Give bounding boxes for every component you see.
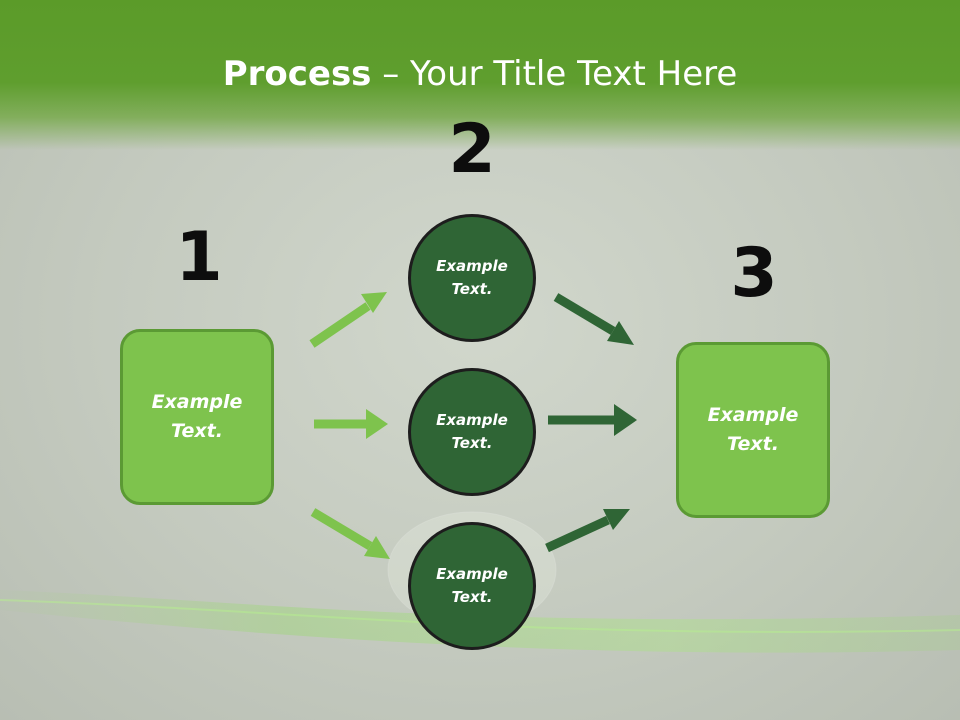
title-rest: – Your Title Text Here	[371, 54, 738, 94]
step-number-1: 1	[175, 218, 223, 297]
title-bold: Process	[222, 54, 372, 94]
arrow-1-to-bottom	[310, 508, 390, 559]
arrow-1-to-top	[309, 292, 387, 348]
step-3-text: Example Text.	[707, 404, 799, 455]
arrow-middle-to-3	[548, 404, 637, 436]
step-number-3: 3	[730, 234, 778, 313]
step-2-circle-bottom: Example Text.	[408, 522, 536, 650]
step-2-text-bottom: Example Text.	[436, 565, 508, 606]
header-band	[0, 0, 960, 150]
step-2-circle-top: Example Text.	[408, 214, 536, 342]
step-2-circle-middle: Example Text.	[408, 368, 536, 496]
slide-title: Process – Your Title Text Here	[0, 52, 960, 96]
arrow-1-to-middle	[314, 409, 388, 439]
step-number-2: 2	[448, 110, 496, 189]
step-1-box: Example Text.	[120, 329, 274, 505]
step-2-text-middle: Example Text.	[436, 411, 508, 452]
arrow-bottom-to-3	[545, 509, 630, 553]
step-1-text: Example Text.	[151, 391, 243, 442]
arrow-top-to-3	[553, 293, 634, 345]
step-2-text-top: Example Text.	[436, 257, 508, 298]
step-3-box: Example Text.	[676, 342, 830, 518]
